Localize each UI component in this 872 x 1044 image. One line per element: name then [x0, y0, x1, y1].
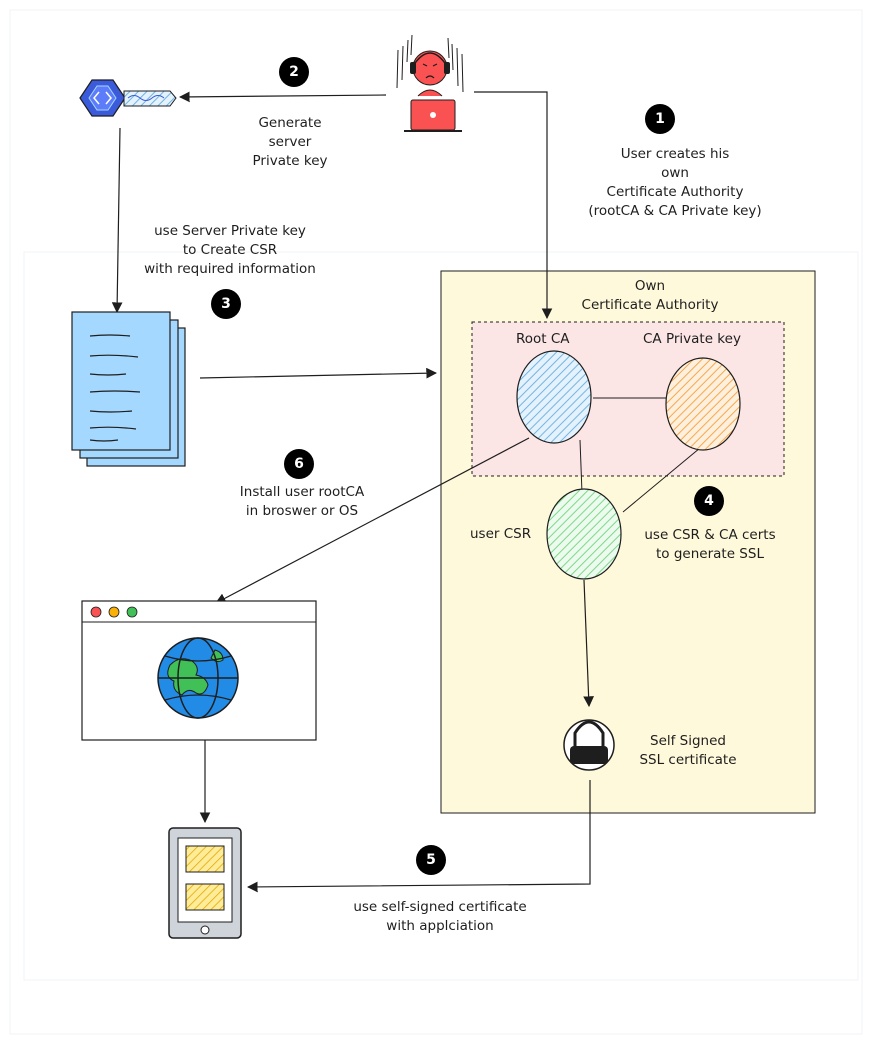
inner-frame — [23, 251, 859, 981]
user-icon — [396, 34, 464, 132]
step-5-badge: 5 — [416, 845, 446, 875]
key-to-csr-line — [622, 447, 701, 513]
step-2-badge: 2 — [279, 57, 309, 87]
globe-icon — [157, 637, 239, 719]
root-to-browser-arrow — [215, 437, 530, 604]
browser-close-dot — [90, 606, 102, 618]
root-to-csr-line — [579, 439, 583, 494]
ssl-to-phone-arrow — [246, 780, 591, 893]
ca-private-key-node — [665, 357, 741, 451]
outer-frame — [9, 9, 863, 1035]
step-3-badge: 3 — [211, 289, 241, 319]
docs-to-ca-arrow — [199, 367, 438, 379]
browser-maximize-dot — [126, 606, 138, 618]
document-stack-icon — [71, 311, 186, 467]
key-to-docs-arrow — [111, 127, 123, 314]
phone-icon — [168, 827, 242, 939]
padlock-icon — [563, 719, 615, 771]
user-csr-node — [546, 488, 622, 580]
root-ca-label: Root CA — [516, 331, 570, 347]
ca-private-key-label: CA Private key — [643, 331, 741, 347]
step-6-badge: 6 — [284, 449, 314, 479]
csr-to-ssl-arrow — [583, 579, 595, 708]
key-icon — [79, 79, 177, 117]
user-csr-label: user CSR — [470, 526, 532, 542]
user-to-key-arrow — [178, 91, 387, 103]
step-1-badge: 1 — [645, 104, 675, 134]
step-4-badge: 4 — [694, 486, 724, 516]
browser-minimize-dot — [108, 606, 120, 618]
root-ca-node — [516, 350, 592, 444]
user-to-ca-arrow — [474, 91, 553, 320]
